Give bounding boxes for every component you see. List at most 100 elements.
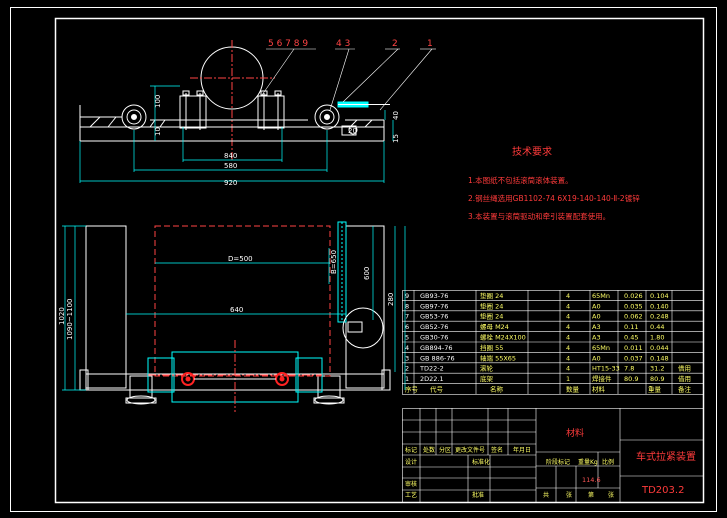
bom-cell-qty: 4	[566, 302, 570, 310]
dim-920: 920	[224, 179, 237, 187]
tb-ratio: 比例	[602, 458, 614, 466]
tb-check: 审核	[405, 480, 417, 488]
bearing-block-right	[257, 95, 285, 129]
dim-580: 580	[224, 162, 237, 170]
rope-pulley	[342, 307, 384, 349]
side-frame-left	[85, 225, 127, 389]
tb-process: 工艺	[405, 491, 417, 499]
side-frame-right	[345, 225, 385, 389]
bom-cell-no: 6	[405, 323, 409, 331]
bom-cell-mat: A0	[592, 354, 601, 362]
tech-note-1: 1.本图纸不包括滚筒滚体装置。	[468, 175, 573, 185]
tb-mark: 标记	[405, 446, 417, 454]
bom-cell-mat: 65Mn	[592, 292, 610, 300]
bom-header-cell: 备注	[678, 385, 692, 394]
bom-cell-mat: A0	[592, 302, 601, 310]
bom-cell-w1: 0.45	[624, 334, 638, 342]
bom-cell-name: 滚轮	[480, 364, 494, 373]
bom-cell-w2: 0.148	[650, 354, 669, 362]
bom-cell-mat: 65Mn	[592, 344, 610, 352]
dim-40: 40	[392, 111, 400, 120]
tb-standardize: 标准化	[472, 458, 490, 466]
bom-cell-code: GB30-76	[420, 334, 448, 342]
bom-cell-name: 螺母 M24	[480, 322, 509, 331]
bom-cell-name: 垫圈 24	[480, 291, 503, 300]
bom-cell-w1: 0.062	[624, 313, 643, 321]
bom-cell-no: 1	[405, 375, 409, 383]
bom-header-cell: 材料	[592, 385, 606, 394]
front-wheel-right	[314, 104, 340, 130]
bom-cell-code: GB93-76	[420, 292, 448, 300]
tb-weight: 114.6	[582, 476, 601, 484]
bom-cell-qty: 4	[566, 365, 570, 373]
drum-hidden	[154, 225, 331, 377]
sheet-border	[10, 7, 717, 512]
bom-cell-w2: 0.104	[650, 292, 669, 300]
bom-cell-w1: 0.011	[624, 344, 643, 352]
bom-cell-w1: 0.035	[624, 302, 643, 310]
bom-header-cell: 名称	[490, 385, 504, 394]
side-view	[62, 221, 406, 412]
dim-r20: 20	[348, 127, 357, 135]
balloon-1: 1	[427, 39, 433, 49]
bom-cell-no: 4	[405, 344, 409, 352]
tb-sheet-of-2: 张	[608, 491, 614, 499]
bom-cell-name: 垫圈 24	[480, 301, 503, 310]
bom-cell-w2: 1.80	[650, 334, 664, 342]
bom-cell-w1: 7.8	[624, 365, 634, 373]
tb-sign: 签名	[491, 446, 503, 454]
bom-cell-w2: 31.2	[650, 365, 664, 373]
tech-note-2: 2.钢丝绳选用GB1102-74 6X19-140-140-Ⅱ-2镀锌	[468, 193, 640, 203]
bom-cell-mat: A3	[592, 323, 601, 331]
drawing-frame	[54, 17, 705, 504]
tb-weight-label: 重量Kg	[578, 458, 598, 466]
tech-notes-title: 技术要求	[512, 145, 552, 158]
tb-approve: 批准	[472, 491, 484, 499]
balloon-5-9: 5 6 7 8 9	[268, 39, 308, 49]
bom-cell-qty: 4	[566, 313, 570, 321]
bom-cell-mat: A3	[592, 334, 601, 342]
bom-cell-note: 借用	[678, 364, 691, 373]
bom-cell-name: 挡圈 55	[480, 343, 503, 352]
bom-cell-w2: 80.9	[650, 375, 664, 383]
tb-count: 处数	[423, 446, 435, 454]
bom-cell-no: 7	[405, 313, 409, 321]
balloon-4-3: 4 3	[336, 39, 350, 49]
bom-cell-no: 3	[405, 354, 409, 362]
dim-15: 15	[392, 134, 400, 143]
dim-280: 280	[387, 293, 395, 306]
title-block	[402, 408, 704, 503]
bom-cell-no: 9	[405, 292, 409, 300]
front-wheel-left	[121, 104, 147, 130]
tb-sheet-no: 第	[588, 491, 594, 499]
dim-1020: 1020	[58, 307, 66, 325]
bom-cell-no: 2	[405, 365, 409, 373]
tb-sheet-total: 共	[543, 491, 549, 499]
tb-drawing-no: TD203.2	[641, 485, 684, 496]
dim-840: 840	[224, 152, 237, 160]
bom-header-cell: 代号	[430, 385, 444, 394]
bom-cell-code: GB97-76	[420, 302, 448, 310]
front-view	[79, 40, 436, 183]
dim-1090: 1090~1100	[66, 299, 74, 341]
bom-cell-w1: 0.026	[624, 292, 643, 300]
tb-sheet-of: 张	[566, 491, 572, 499]
bom-cell-mat: A0	[592, 313, 601, 321]
bom-cell-code: GB53-76	[420, 313, 448, 321]
bom-cell-qty: 1	[566, 375, 570, 383]
bom-header-cell: 序号	[405, 385, 419, 394]
bom-cell-w2: 0.044	[650, 344, 669, 352]
bom-cell-w1: 0.037	[624, 354, 643, 362]
dim-640: 640	[230, 306, 243, 314]
bom-cell-w1: 0.11	[624, 323, 638, 331]
dim-100: 100	[154, 95, 162, 108]
dim-b650: B=650	[330, 250, 338, 274]
tb-material: 材料	[566, 427, 584, 439]
bom-cell-note: 借用	[678, 374, 691, 383]
bom-cell-w2: 0.140	[650, 302, 669, 310]
bom-cell-code: GB 886-76	[420, 354, 455, 362]
bom-frame	[402, 290, 704, 395]
bom-cell-w2: 0.44	[650, 323, 664, 331]
bom-cell-w1: 80.9	[624, 375, 638, 383]
bom-cell-name: 垫圈 24	[480, 312, 503, 321]
